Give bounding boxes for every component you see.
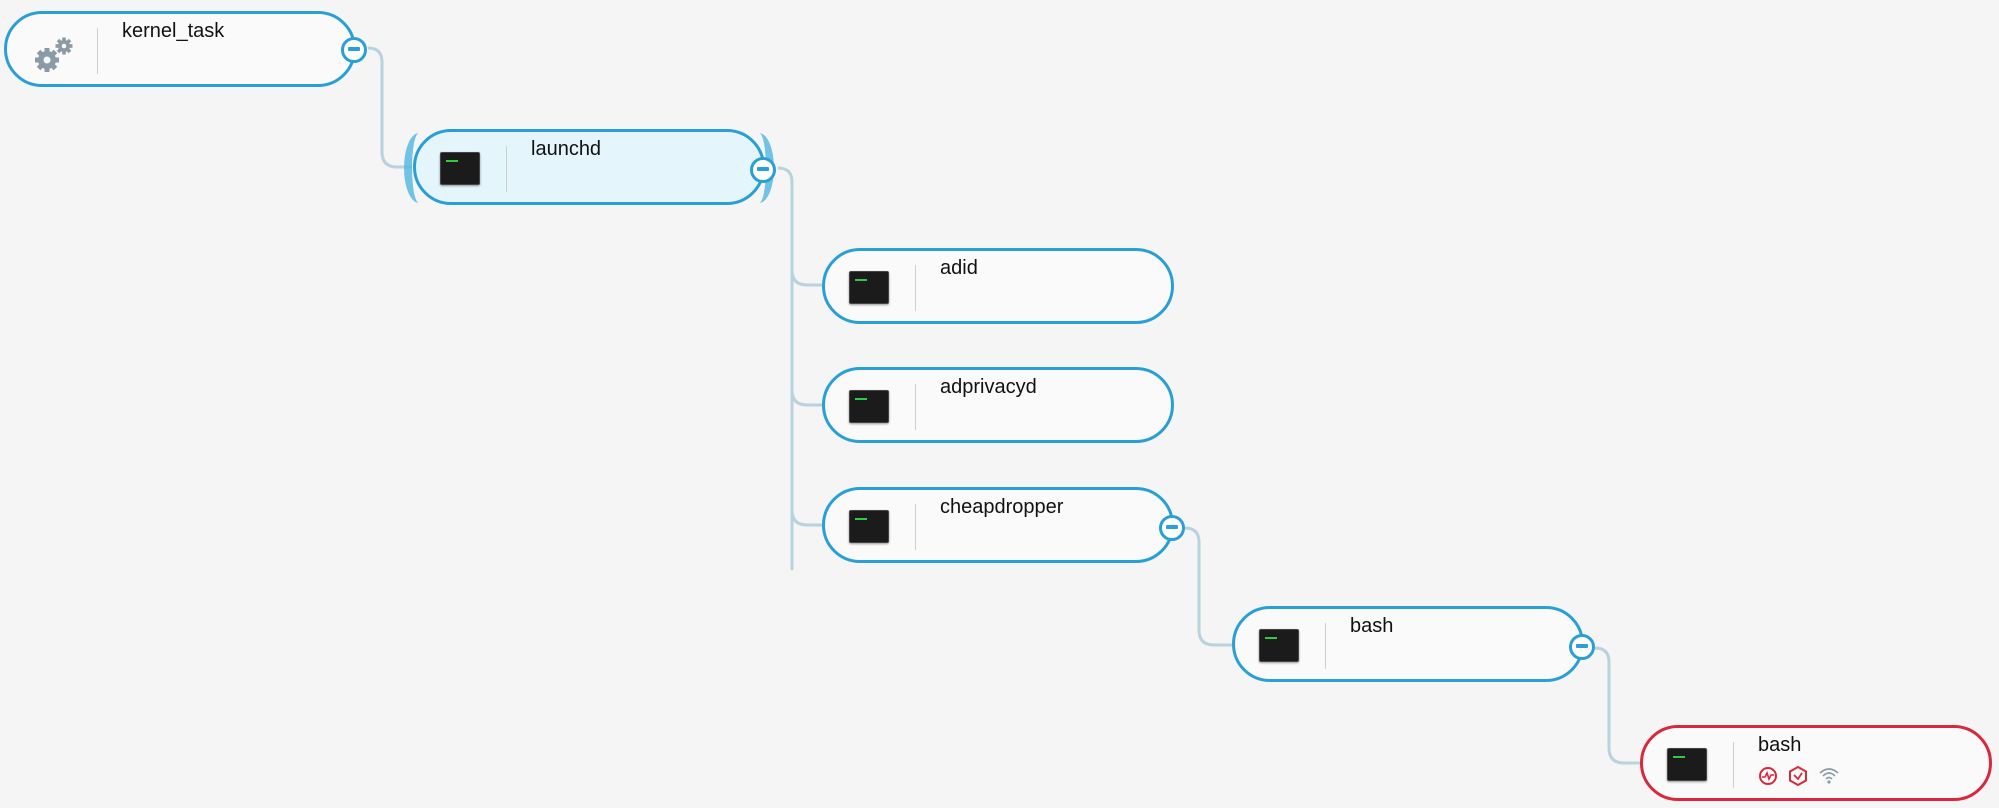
connector-bash-bash [1594, 646, 1640, 765]
terminal-icon [849, 271, 889, 304]
terminal-icon [1259, 629, 1299, 662]
collapse-button-bash[interactable] [1569, 634, 1595, 660]
process-label: bash [1758, 734, 1802, 756]
collapse-button-kernel-task[interactable] [341, 37, 367, 63]
process-label: adid [940, 257, 978, 279]
process-label: launchd [531, 138, 602, 160]
connector-cheapdropper-bash [1184, 526, 1232, 647]
node-divider [1325, 623, 1326, 669]
selection-indicator-left [404, 133, 434, 203]
node-divider [1733, 742, 1734, 788]
connector-launchd-adid [790, 269, 822, 287]
network-icon[interactable] [1818, 766, 1839, 786]
process-node-adprivacyd[interactable]: adprivacyd [822, 367, 1174, 443]
connector-launchd-cheapdropper [790, 509, 822, 527]
connector-launchd-adprivacyd [790, 389, 822, 407]
node-divider [915, 265, 916, 311]
terminal-icon [849, 510, 889, 543]
node-divider [97, 28, 98, 74]
node-divider [506, 146, 507, 192]
connector-launchd-trunk [777, 166, 794, 570]
node-divider [915, 504, 916, 550]
gears-icon [31, 34, 73, 72]
process-label: cheapdropper [940, 496, 1064, 518]
collapse-button-cheapdropper[interactable] [1159, 515, 1185, 541]
node-divider [915, 384, 916, 430]
alert-icons [1758, 765, 1839, 787]
process-node-bash[interactable]: bash [1232, 606, 1584, 682]
process-label: adprivacyd [940, 376, 1037, 398]
process-label: kernel_task [122, 20, 225, 42]
collapse-button-launchd[interactable] [750, 157, 776, 183]
process-node-launchd[interactable]: launchd [413, 129, 765, 205]
activity-alert-icon[interactable] [1758, 766, 1778, 786]
process-node-bash-alert[interactable]: bash [1640, 725, 1992, 801]
process-node-cheapdropper[interactable]: cheapdropper [822, 487, 1174, 563]
terminal-icon [849, 390, 889, 423]
process-node-kernel-task[interactable]: kernel_task [4, 11, 356, 87]
process-label: bash [1350, 615, 1394, 637]
process-node-adid[interactable]: adid [822, 248, 1174, 324]
terminal-icon [1667, 748, 1707, 781]
shield-alert-icon[interactable] [1788, 765, 1808, 787]
terminal-icon [440, 152, 480, 185]
